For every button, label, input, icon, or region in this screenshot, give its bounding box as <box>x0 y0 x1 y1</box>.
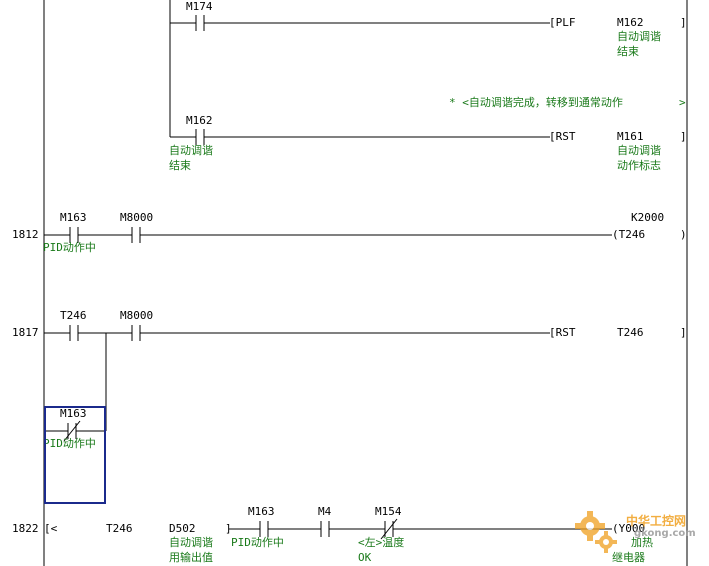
gear-logo-icon <box>575 511 617 553</box>
contact-m163-comment-3: PID动作中 <box>231 536 284 549</box>
plf-operand[interactable]: M162 <box>617 16 644 29</box>
coil-t246[interactable]: (T246 <box>612 228 646 241</box>
rst-m161-right-bracket: ] <box>680 130 687 143</box>
plf-instruction[interactable]: [PLF <box>549 16 576 29</box>
contact-m163-label[interactable]: M163 <box>60 211 87 224</box>
statement-note-end: > <box>679 96 686 109</box>
coil-y000-comment-line1: 加热 <box>631 536 653 549</box>
contact-m163-label-3[interactable]: M163 <box>248 505 275 518</box>
coil-t246-end: ) <box>680 228 687 241</box>
contact-m154-comment-line2: OK <box>358 551 372 564</box>
watermark-text: 中华工控网 <box>626 514 687 528</box>
d502-comment-line1: 自动调谐 <box>169 536 213 549</box>
contact-m162-comment-line1: 自动调谐 <box>169 144 213 157</box>
contact-m162-comment-line2: 结束 <box>169 159 191 172</box>
d502-comment-line2: 用输出值 <box>169 551 213 564</box>
contact-m154-comment-line1: <左>温度 <box>358 536 405 549</box>
rst-m161-operand[interactable]: M161 <box>617 130 644 143</box>
contact-m154-label[interactable]: M154 <box>375 505 402 518</box>
contact-m4-label[interactable]: M4 <box>318 505 332 518</box>
edit-cursor[interactable] <box>44 406 106 504</box>
rst-t246-right-bracket: ] <box>680 326 687 339</box>
branch-contact-m163-comment: PID动作中 <box>43 437 96 450</box>
compare-open[interactable]: [< <box>44 522 58 535</box>
branch-contact-m163-label[interactable]: M163 <box>60 407 87 420</box>
rung-1812-wiring <box>44 227 612 243</box>
rung-rst-m161-wiring <box>170 129 550 145</box>
coil-y000-comment-line2: 继电器 <box>612 551 645 564</box>
compare-close: ] <box>225 522 232 535</box>
plf-operand-comment-line1: 自动调谐 <box>617 30 661 43</box>
watermark: 中华工控网 gkong.com <box>572 508 702 554</box>
compare-operand-t246[interactable]: T246 <box>106 522 133 535</box>
plf-right-bracket: ] <box>680 16 687 29</box>
coil-y000[interactable]: (Y000 <box>612 522 646 535</box>
rst-t246-operand[interactable]: T246 <box>617 326 644 339</box>
contact-m163-comment: PID动作中 <box>43 241 96 254</box>
step-number-1817: 1817 <box>12 326 39 339</box>
statement-note: * <自动调谐完成，转移到通常动作 <box>449 96 623 109</box>
watermark-url: gkong.com <box>634 528 696 539</box>
contact-m8000-label[interactable]: M8000 <box>120 211 154 224</box>
timer-constant[interactable]: K2000 <box>631 211 665 224</box>
rst-m161-comment-line2: 动作标志 <box>617 159 661 172</box>
contact-m162-label[interactable]: M162 <box>186 114 213 127</box>
rst-t246-instruction[interactable]: [RST <box>549 326 576 339</box>
rung-1817-wiring <box>44 325 550 442</box>
compare-operand-d502[interactable]: D502 <box>169 522 196 535</box>
step-number-1812: 1812 <box>12 228 39 241</box>
rst-m161-instruction[interactable]: [RST <box>549 130 576 143</box>
rung-plf-wiring <box>170 15 550 31</box>
rst-m161-comment-line1: 自动调谐 <box>617 144 661 157</box>
rung-1822-wiring <box>229 518 612 540</box>
plf-operand-comment-line2: 结束 <box>617 45 639 58</box>
contact-m8000-label-2[interactable]: M8000 <box>120 309 154 322</box>
contact-t246-label[interactable]: T246 <box>60 309 87 322</box>
contact-m174-label[interactable]: M174 <box>186 0 213 13</box>
step-number-1822: 1822 <box>12 522 39 535</box>
